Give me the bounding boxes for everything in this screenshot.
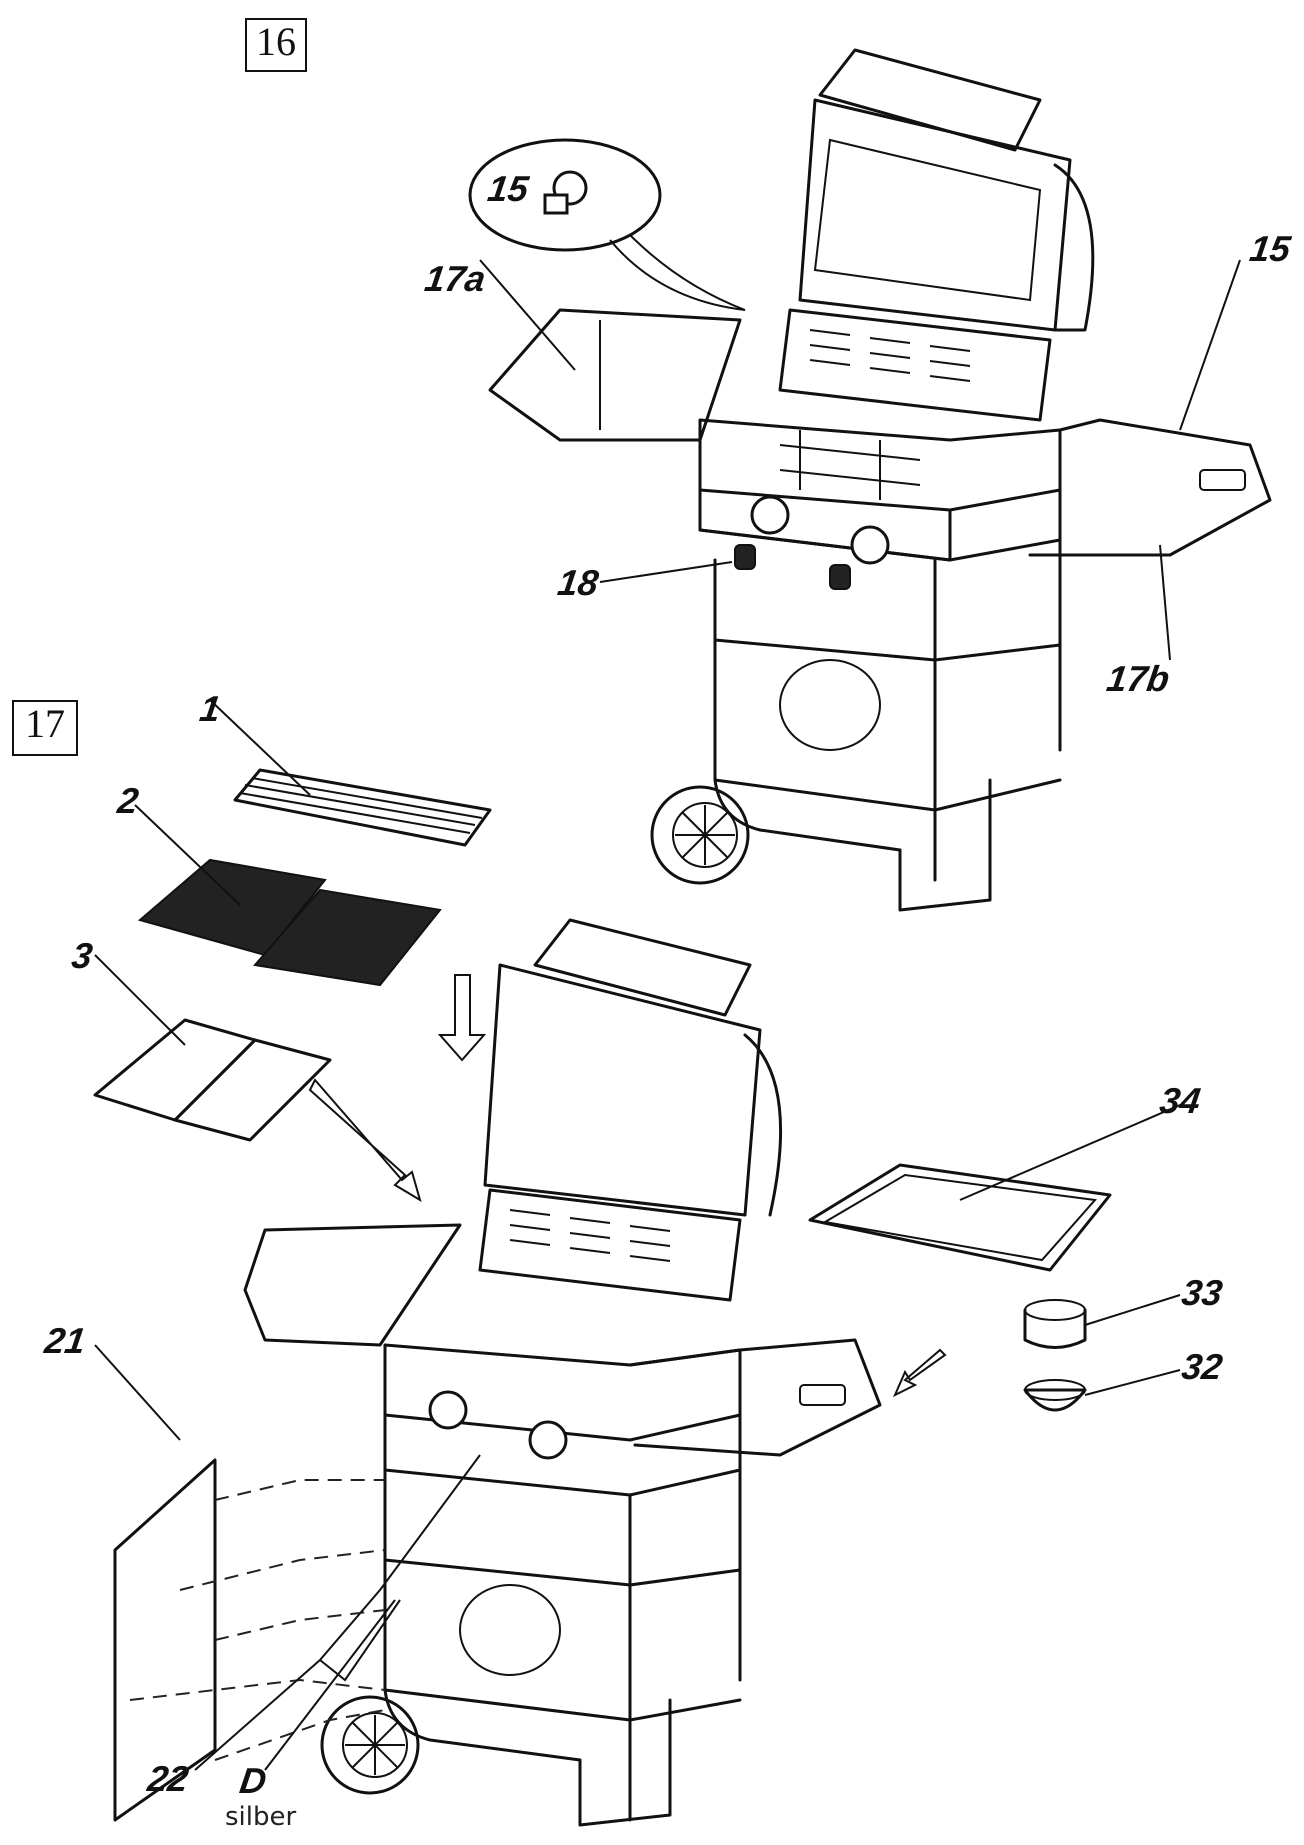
wheel-lower [320,1695,420,1795]
detail-bubble [468,138,662,252]
control-knob-right-lower [528,1420,568,1460]
arrow-diagonal [308,1078,422,1203]
callout-34: 34 [1157,1080,1203,1121]
lid-handle-lower [533,918,752,1017]
wheel [650,785,750,885]
grease-cup-holder [1023,1308,1087,1349]
cart-frame-left [713,558,902,852]
arrow-down [437,974,487,1062]
detail-bubble-tail [609,239,746,311]
side-shelf-left [488,308,742,442]
callout-15-detail: 15 [485,168,531,209]
control-knob-right [850,525,890,565]
igniter-button [734,544,756,570]
heat-tent-right [173,1038,332,1142]
callout-22: 22 [145,1758,191,1799]
callout-21: 21 [42,1320,88,1361]
callout-17b: 17b [1104,658,1172,699]
side-shelf-left-lower [243,1223,462,1347]
control-knob-left-lower [428,1390,468,1430]
callout-18: 18 [555,562,601,603]
side-shelf-right [1028,418,1272,557]
callout-32: 32 [1179,1346,1225,1387]
tank-holder-lower [459,1584,561,1676]
grill-upper [468,48,1272,912]
callout-15-right: 15 [1247,228,1293,269]
grease-tray [808,1163,1112,1272]
grill-rack [778,308,1052,422]
tank-holder [779,659,881,751]
arrow-grease [892,1348,947,1398]
callout-17a: 17a [422,258,489,299]
lid-handle [818,48,1042,152]
bottom-shelf [713,638,1062,662]
grill-rack-lower [478,1188,742,1302]
control-knob-left [750,495,790,535]
parts-exploded [93,699,947,1398]
color-label: silber [225,1802,297,1832]
cooking-grate-left [137,858,327,957]
warming-rack [233,768,492,847]
lid-lower [483,963,762,1217]
grill-lower [94,918,1181,1827]
step-16-box: 16 [245,18,307,72]
side-shelf-right-lower [628,1338,882,1457]
callout-33: 33 [1179,1272,1225,1313]
step-17-box: 17 [12,700,78,756]
cooking-grate-right [253,888,442,987]
side-panel [113,1458,217,1822]
cart-frame-lower [383,1468,582,1762]
